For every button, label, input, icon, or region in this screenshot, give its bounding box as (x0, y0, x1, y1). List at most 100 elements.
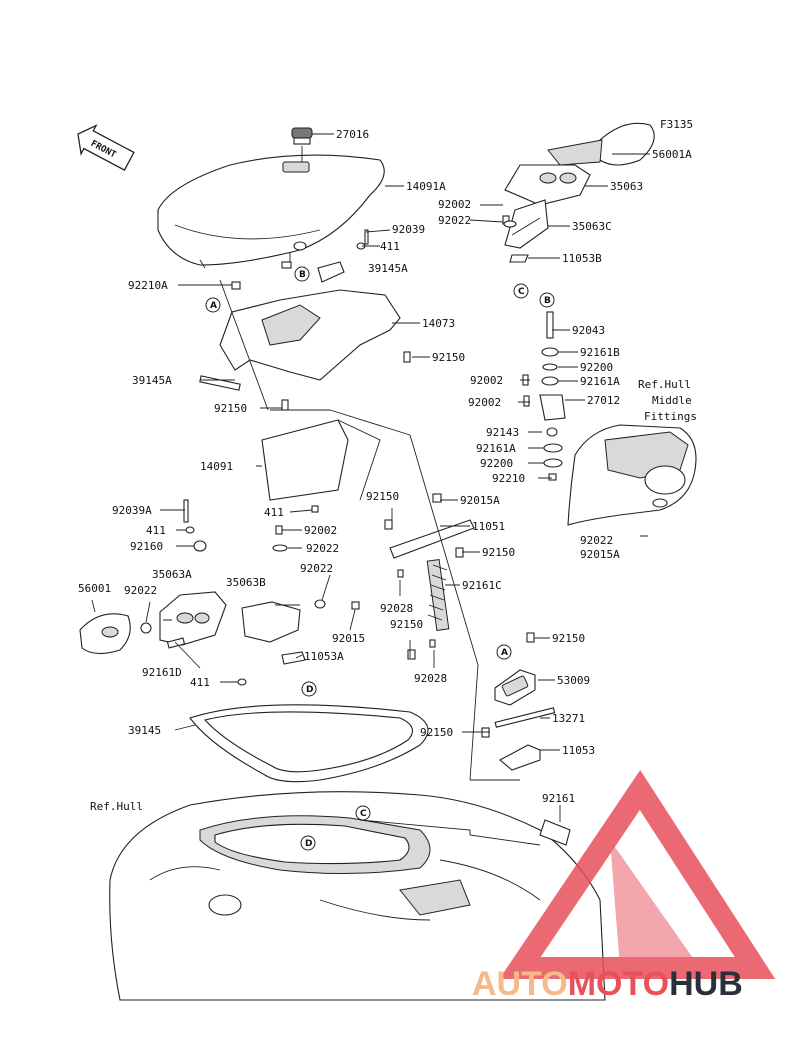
part-label: 13271 (552, 712, 585, 725)
part-label: 92150 (420, 726, 453, 739)
part-label: 92160 (130, 540, 163, 553)
callout-circle (301, 681, 317, 697)
ref-hull-label: Ref.Hull (90, 800, 143, 813)
part-label: 92039A (112, 504, 152, 517)
seal-strip-39145a (199, 375, 241, 391)
part-label: 11053A (304, 650, 344, 663)
part-label: 92022 (300, 562, 333, 575)
part-label: 92150 (214, 402, 247, 415)
callout-letter: B (299, 270, 306, 280)
part-label: 14091A (406, 180, 446, 193)
logo-mark-icon (499, 770, 776, 979)
callout-letter: A (501, 648, 508, 658)
part-label: 92150 (482, 546, 515, 559)
callout-letter: D (305, 839, 312, 849)
part-label: 92161A (476, 442, 516, 455)
part-label: 92039 (392, 223, 425, 236)
part-label: 92015A (580, 548, 620, 561)
part-label: 92161A (580, 375, 620, 388)
part-label: 92150 (366, 490, 399, 503)
ref-hull-middle-line2: Middle (652, 394, 692, 407)
callout-circles: A B C B D A D C (205, 266, 555, 851)
mirror-bracket-left (241, 601, 306, 665)
fasteners (140, 215, 571, 846)
part-label: 92022 (438, 214, 471, 227)
part-label: 14091 (200, 460, 233, 473)
front-arrow-icon: FRONT (77, 124, 135, 171)
part-label: 411 (264, 506, 284, 519)
callout-circle (294, 266, 310, 282)
part-label: 11051 (472, 520, 505, 533)
part-label: 27016 (336, 128, 369, 141)
callout-letter: B (544, 296, 551, 306)
part-label: 92210 (492, 472, 525, 485)
part-label: 27012 (587, 394, 620, 407)
figure-code: F3135 (660, 118, 693, 131)
part-label: 11053B (562, 252, 602, 265)
watermark-logo: AUTOMOTOHUB (472, 770, 776, 1003)
part-label: 14073 (422, 317, 455, 330)
gasket-39145 (189, 704, 429, 783)
mirror-housing-left (159, 591, 227, 649)
callout-circle (496, 644, 512, 660)
part-label: 92150 (552, 632, 585, 645)
callout-letter: A (210, 301, 217, 311)
part-label: 92022 (580, 534, 613, 547)
part-label: 92150 (390, 618, 423, 631)
part-label: 92150 (432, 351, 465, 364)
part-label: 92015 (332, 632, 365, 645)
callout-letter: C (360, 809, 367, 819)
logo-part-hub: HUB (669, 965, 743, 1003)
part-label: 92022 (124, 584, 157, 597)
part-label: 411 (190, 676, 210, 689)
part-label: 92210A (128, 279, 168, 292)
part-label: 35063 (610, 180, 643, 193)
part-label: 92161D (142, 666, 182, 679)
ref-hull-middle-line1: Ref.Hull (638, 378, 691, 391)
part-label: 56001A (652, 148, 692, 161)
hatch-cover (157, 154, 385, 269)
mirror-bracket-right (504, 199, 549, 263)
part-label: 92161B (580, 346, 620, 359)
cap-27016 (291, 127, 313, 145)
part-label: 35063C (572, 220, 612, 233)
part-label: 39145 (128, 724, 161, 737)
latch-assembly (494, 669, 556, 771)
callout-circle (539, 292, 555, 308)
callout-circle (355, 805, 371, 821)
part-label: 92143 (486, 426, 519, 439)
logo-part-moto: MOTO (568, 965, 669, 1003)
cover-14091 (261, 419, 349, 501)
logo-text: AUTOMOTOHUB (472, 965, 743, 1003)
callout-circle (205, 297, 221, 313)
part-label: 35063A (152, 568, 192, 581)
mirror-left (79, 613, 131, 655)
part-label: 92043 (572, 324, 605, 337)
part-label: 35063B (226, 576, 266, 589)
callout-circle (513, 283, 529, 299)
mirror-right (547, 122, 655, 166)
logo-part-auto: AUTO (472, 965, 568, 1003)
storage-tray (219, 261, 401, 381)
ref-hull-middle-line3: Fittings (644, 410, 697, 423)
part-label: 92022 (306, 542, 339, 555)
part-label: 92002 (438, 198, 471, 211)
part-label: 92002 (304, 524, 337, 537)
part-label: 92200 (580, 361, 613, 374)
part-label: 411 (380, 240, 400, 253)
part-label: 39145A (132, 374, 172, 387)
part-label: 11053 (562, 744, 595, 757)
part-label: 92161C (462, 579, 502, 592)
gas-spring (389, 519, 475, 632)
part-label: 411 (146, 524, 166, 537)
part-label: 53009 (557, 674, 590, 687)
callout-letter: D (306, 685, 313, 695)
mirror-housing-right (504, 164, 591, 206)
part-label: 92028 (414, 672, 447, 685)
callout-circle (300, 835, 316, 851)
part-labels: 27016 14091A 92039 411 39145A 92210A 140… (78, 128, 692, 805)
leader-lines (91, 133, 650, 846)
part-label: 39145A (368, 262, 408, 275)
part-label: 92161 (542, 792, 575, 805)
